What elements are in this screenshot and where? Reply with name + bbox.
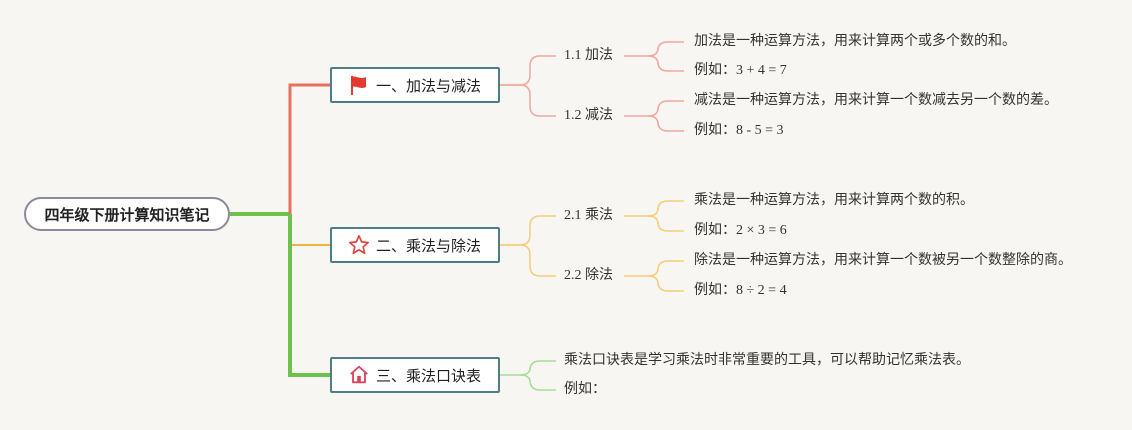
- detail-text[interactable]: 加法是一种运算方法，用来计算两个或多个数的和。: [694, 34, 1016, 49]
- star-outline-icon: [348, 234, 370, 256]
- sub-1-2-connector: [500, 84, 556, 117]
- detail-1-1-connector: [624, 41, 684, 57]
- root-title: 四年级下册计算知识笔记: [44, 205, 210, 224]
- branch-multiplication-division[interactable]: 二、乘法与除法: [330, 227, 500, 263]
- sub-2-2-connector: [500, 244, 556, 277]
- branch-label: 二、乘法与除法: [376, 236, 482, 255]
- detail-text[interactable]: 例如：: [564, 382, 606, 397]
- detail-3b-connector: [519, 374, 556, 391]
- branch-label: 三、乘法口诀表: [376, 366, 482, 385]
- detail-1-1b-connector: [647, 55, 684, 72]
- branch-addition-subtraction[interactable]: 一、加法与减法: [330, 67, 500, 103]
- detail-text[interactable]: 乘法是一种运算方法，用来计算两个数的积。: [694, 193, 974, 208]
- detail-2-2b-connector: [647, 275, 684, 292]
- detail-1-2b-connector: [647, 115, 684, 132]
- detail-text[interactable]: 例如：8 - 5 = 3: [694, 123, 784, 138]
- detail-text[interactable]: 例如：2 × 3 = 6: [694, 223, 787, 238]
- sub-2-1-connector: [500, 215, 556, 246]
- detail-2-2-connector: [624, 260, 684, 277]
- detail-1-2-connector: [624, 100, 684, 117]
- red-flag-icon: [348, 74, 370, 96]
- sub-node-addition[interactable]: 1.1 加法: [564, 48, 613, 63]
- sub-1-1-connector: [500, 55, 556, 86]
- branch-1-connector: [288, 83, 330, 214]
- detail-2-1b-connector: [647, 215, 684, 232]
- detail-text[interactable]: 除法是一种运算方法，用来计算一个数被另一个数整除的商。: [694, 253, 1072, 268]
- branch-3-connector: [288, 214, 330, 377]
- house-icon: [348, 364, 370, 386]
- root-node[interactable]: 四年级下册计算知识笔记: [24, 197, 230, 231]
- detail-text[interactable]: 减法是一种运算方法，用来计算一个数减去另一个数的差。: [694, 93, 1058, 108]
- branch-2-connector: [289, 214, 330, 246]
- branch-label: 一、加法与减法: [376, 76, 482, 95]
- detail-3-connector: [500, 360, 556, 376]
- detail-text[interactable]: 乘法口诀表是学习乘法时非常重要的工具，可以帮助记忆乘法表。: [564, 353, 970, 368]
- sub-node-multiplication[interactable]: 2.1 乘法: [564, 208, 613, 223]
- sub-node-subtraction[interactable]: 1.2 减法: [564, 108, 613, 123]
- detail-text[interactable]: 例如：8 ÷ 2 = 4: [694, 283, 787, 298]
- detail-text[interactable]: 例如：3 + 4 = 7: [694, 63, 787, 78]
- branch-multiplication-table[interactable]: 三、乘法口诀表: [330, 357, 500, 393]
- sub-node-division[interactable]: 2.2 除法: [564, 268, 613, 283]
- detail-2-1-connector: [624, 200, 684, 217]
